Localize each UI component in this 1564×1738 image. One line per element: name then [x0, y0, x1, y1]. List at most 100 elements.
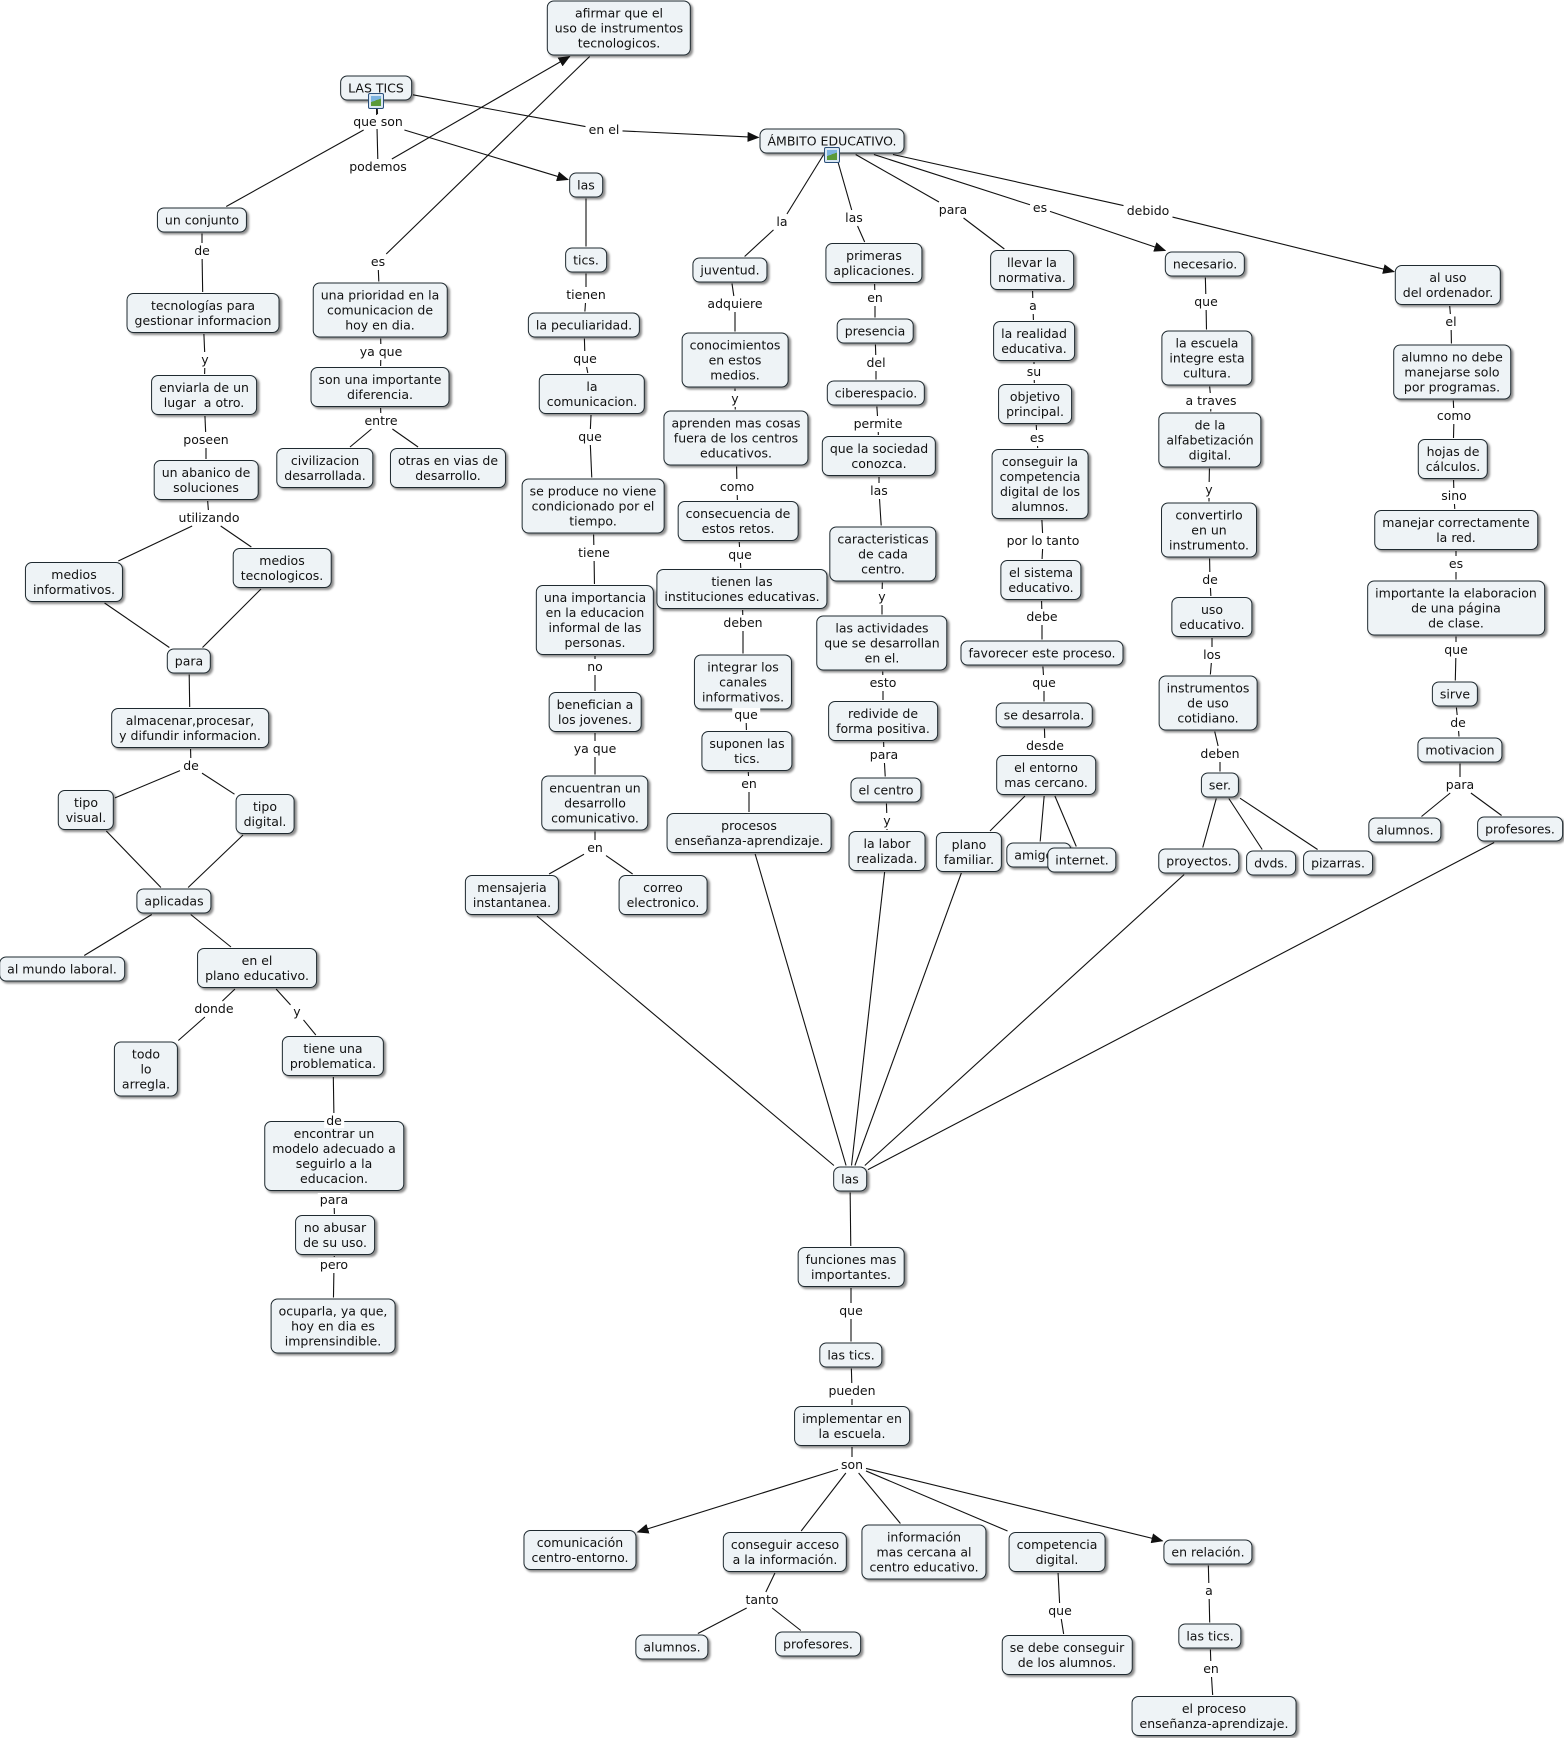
concept-node-encuentran[interactable]: encuentran un desarrollo comunicativo. [541, 775, 649, 831]
concept-node-tecnologias[interactable]: tecnologías para gestionar informacion [126, 293, 280, 333]
concept-node-aprenden[interactable]: aprenden mas cosas fuera de los centros … [663, 410, 809, 466]
concept-node-profesores-b[interactable]: profesores. [775, 1631, 861, 1657]
concept-node-alumnos-b[interactable]: alumnos. [635, 1634, 709, 1660]
concept-node-las-hub[interactable]: las [833, 1166, 867, 1192]
concept-node-pizarras[interactable]: pizarras. [1303, 850, 1373, 876]
concept-node-medios-inf[interactable]: medios informativos. [24, 562, 124, 602]
concept-node-diferencia[interactable]: son una importante diferencia. [310, 367, 450, 407]
concept-node-sociedad[interactable]: que la sociedad conozca. [821, 436, 937, 476]
concept-node-motivacion[interactable]: motivacion [1417, 737, 1503, 763]
concept-node-centro[interactable]: el centro [850, 777, 922, 803]
concept-node-las-tics2[interactable]: las tics. [819, 1342, 883, 1368]
concept-node-aplicadas[interactable]: aplicadas [136, 888, 212, 914]
concept-node-mensajeria[interactable]: mensajeria instantanea. [464, 875, 560, 915]
concept-node-competencia[interactable]: competencia digital. [1008, 1532, 1106, 1572]
concept-node-caracteristicas[interactable]: caracteristicas de cada centro. [829, 526, 937, 582]
concept-node-produce[interactable]: se produce no viene condicionado por el … [521, 478, 665, 534]
concept-node-las-top[interactable]: las [569, 172, 603, 198]
concept-node-relacion[interactable]: en relación. [1163, 1539, 1253, 1565]
concept-node-tipo-digital[interactable]: tipo digital. [235, 794, 295, 834]
concept-node-encontrar[interactable]: encontrar un modelo adecuado a seguirlo … [264, 1121, 404, 1191]
concept-node-juventud[interactable]: juventud. [692, 257, 768, 283]
concept-node-sirve[interactable]: sirve [1431, 681, 1479, 707]
concept-node-acceso[interactable]: conseguir acceso a la información. [722, 1532, 848, 1572]
concept-node-las-tics3[interactable]: las tics. [1178, 1623, 1242, 1649]
concept-node-suponen[interactable]: suponen las tics. [701, 731, 793, 771]
link-son-to-com-centro [636, 1468, 839, 1534]
concept-node-un-conjunto[interactable]: un conjunto [156, 207, 248, 233]
concept-node-ocuparla[interactable]: ocuparla, ya que, hoy en dia es imprensi… [270, 1298, 396, 1354]
concept-node-afirmar[interactable]: afirmar que el uso de instrumentos tecno… [546, 0, 692, 56]
concept-node-otras[interactable]: otras en vias de desarrollo. [389, 448, 507, 488]
concept-node-enviarla[interactable]: enviarla de un lugar a otro. [151, 375, 257, 415]
concept-node-civilizacion[interactable]: civilizacion desarrollada. [276, 448, 374, 488]
concept-node-prioridad[interactable]: una prioridad en la comunicacion de hoy … [312, 282, 448, 338]
concept-node-conseguir-comp[interactable]: conseguir la competencia digital de los … [991, 449, 1089, 519]
concept-node-favorecer[interactable]: favorecer este proceso. [960, 640, 1124, 666]
concept-node-dvds[interactable]: dvds. [1246, 850, 1296, 876]
concept-node-hojas[interactable]: hojas de cálculos. [1417, 439, 1489, 479]
las-tics-image-icon[interactable] [368, 93, 384, 109]
concept-node-las-tics[interactable]: LAS TICS [340, 75, 412, 101]
concept-node-alfabetizacion[interactable]: de la alfabetización digital. [1158, 412, 1262, 468]
concept-node-tienen[interactable]: tienen las instituciones educativas. [656, 569, 828, 609]
concept-node-consecuencia[interactable]: consecuencia de estos retos. [677, 501, 799, 541]
concept-node-correo[interactable]: correo electronico. [618, 875, 708, 915]
concept-node-laboral[interactable]: al mundo laboral. [0, 956, 125, 982]
link-tanto-to-alumnos-b [697, 1607, 747, 1634]
concept-node-primeras[interactable]: primeras aplicaciones. [825, 243, 923, 283]
concept-node-funciones[interactable]: funciones mas importantes. [797, 1247, 905, 1287]
link-ambito-to-para3 [855, 154, 940, 203]
concept-node-elaboracion[interactable]: importante la elaboracion de una página … [1367, 580, 1545, 636]
concept-node-entorno[interactable]: el entorno mas cercano. [996, 755, 1096, 795]
concept-node-procesos[interactable]: procesos enseñanza-aprendizaje. [666, 813, 832, 853]
concept-node-todo[interactable]: todo lo arregla. [113, 1041, 179, 1097]
concept-node-comunicacion[interactable]: la comunicacion. [538, 374, 646, 414]
concept-node-redivide[interactable]: redivide de forma positiva. [828, 701, 938, 741]
concept-node-tics-node[interactable]: tics. [565, 247, 607, 273]
concept-node-se-debe[interactable]: se debe conseguir de los alumnos. [1001, 1635, 1133, 1675]
concept-node-escuela[interactable]: la escuela integre esta cultura. [1161, 330, 1253, 386]
concept-node-almacenar[interactable]: almacenar,procesar, y difundir informaci… [111, 708, 269, 748]
concept-node-labor[interactable]: la labor realizada. [848, 831, 926, 871]
concept-node-conocimientos[interactable]: conocimientos en estos medios. [681, 332, 789, 388]
concept-node-plano-fam[interactable]: plano familiar. [935, 832, 1003, 872]
concept-node-desarrola[interactable]: se desarrola. [995, 702, 1093, 728]
concept-node-tipo-visual[interactable]: tipo visual. [57, 790, 115, 830]
concept-node-necesario[interactable]: necesario. [1164, 251, 1246, 277]
concept-node-instrumentos[interactable]: instrumentos de uso cotidiano. [1158, 675, 1258, 731]
concept-node-alumno-no[interactable]: alumno no debe manejarse solo por progra… [1393, 344, 1511, 400]
concept-node-uso-ord[interactable]: al uso del ordenador. [1394, 265, 1502, 305]
concept-node-problematica[interactable]: tiene una problematica. [281, 1036, 385, 1076]
concept-node-para-node[interactable]: para [166, 648, 212, 674]
concept-node-ciberespacio[interactable]: ciberespacio. [826, 380, 926, 406]
concept-node-objetivo[interactable]: objetivo principal. [998, 384, 1072, 424]
concept-node-realidad[interactable]: la realidad educativa. [993, 321, 1075, 361]
concept-node-internet[interactable]: internet. [1047, 847, 1117, 873]
concept-node-ser[interactable]: ser. [1200, 772, 1240, 798]
concept-node-abanico[interactable]: un abanico de soluciones [153, 460, 259, 500]
concept-node-benefician[interactable]: benefician a los jovenes. [548, 692, 642, 732]
concept-node-proyectos[interactable]: proyectos. [1158, 848, 1240, 874]
concept-node-convertirlo[interactable]: convertirlo en un instrumento. [1161, 502, 1257, 558]
concept-node-proceso-ea[interactable]: el proceso enseñanza-aprendizaje. [1131, 1696, 1297, 1736]
concept-node-presencia[interactable]: presencia [836, 318, 914, 344]
concept-node-alumnos-r[interactable]: alumnos. [1368, 817, 1442, 843]
concept-node-sistema[interactable]: el sistema educativo. [1000, 560, 1082, 600]
concept-node-importancia[interactable]: una importancia en la educacion informal… [535, 585, 655, 655]
concept-node-com-centro[interactable]: comunicación centro-entorno. [523, 1530, 637, 1570]
concept-node-peculiaridad[interactable]: la peculiaridad. [527, 312, 641, 338]
concept-node-ambito[interactable]: ÁMBITO EDUCATIVO. [759, 128, 905, 154]
concept-node-manejar[interactable]: manejar correctamente la red. [1374, 510, 1538, 550]
concept-node-plano-educ[interactable]: en el plano educativo. [197, 948, 317, 988]
concept-node-implementar[interactable]: implementar en la escuela. [794, 1406, 910, 1446]
ambito-image-icon[interactable] [824, 147, 840, 163]
concept-node-profesores-r[interactable]: profesores. [1477, 816, 1563, 842]
concept-node-normativa[interactable]: llevar la normativa. [990, 250, 1074, 290]
concept-node-integrar[interactable]: integrar los canales informativos. [693, 654, 793, 710]
concept-node-no-abusar[interactable]: no abusar de su uso. [295, 1215, 375, 1255]
concept-node-uso-educ[interactable]: uso educativo. [1171, 597, 1253, 637]
concept-node-info-cercana[interactable]: información mas cercana al centro educat… [861, 1524, 987, 1580]
concept-node-medios-tec[interactable]: medios tecnologicos. [232, 548, 332, 588]
concept-node-actividades[interactable]: las actividades que se desarrollan en el… [816, 615, 948, 671]
